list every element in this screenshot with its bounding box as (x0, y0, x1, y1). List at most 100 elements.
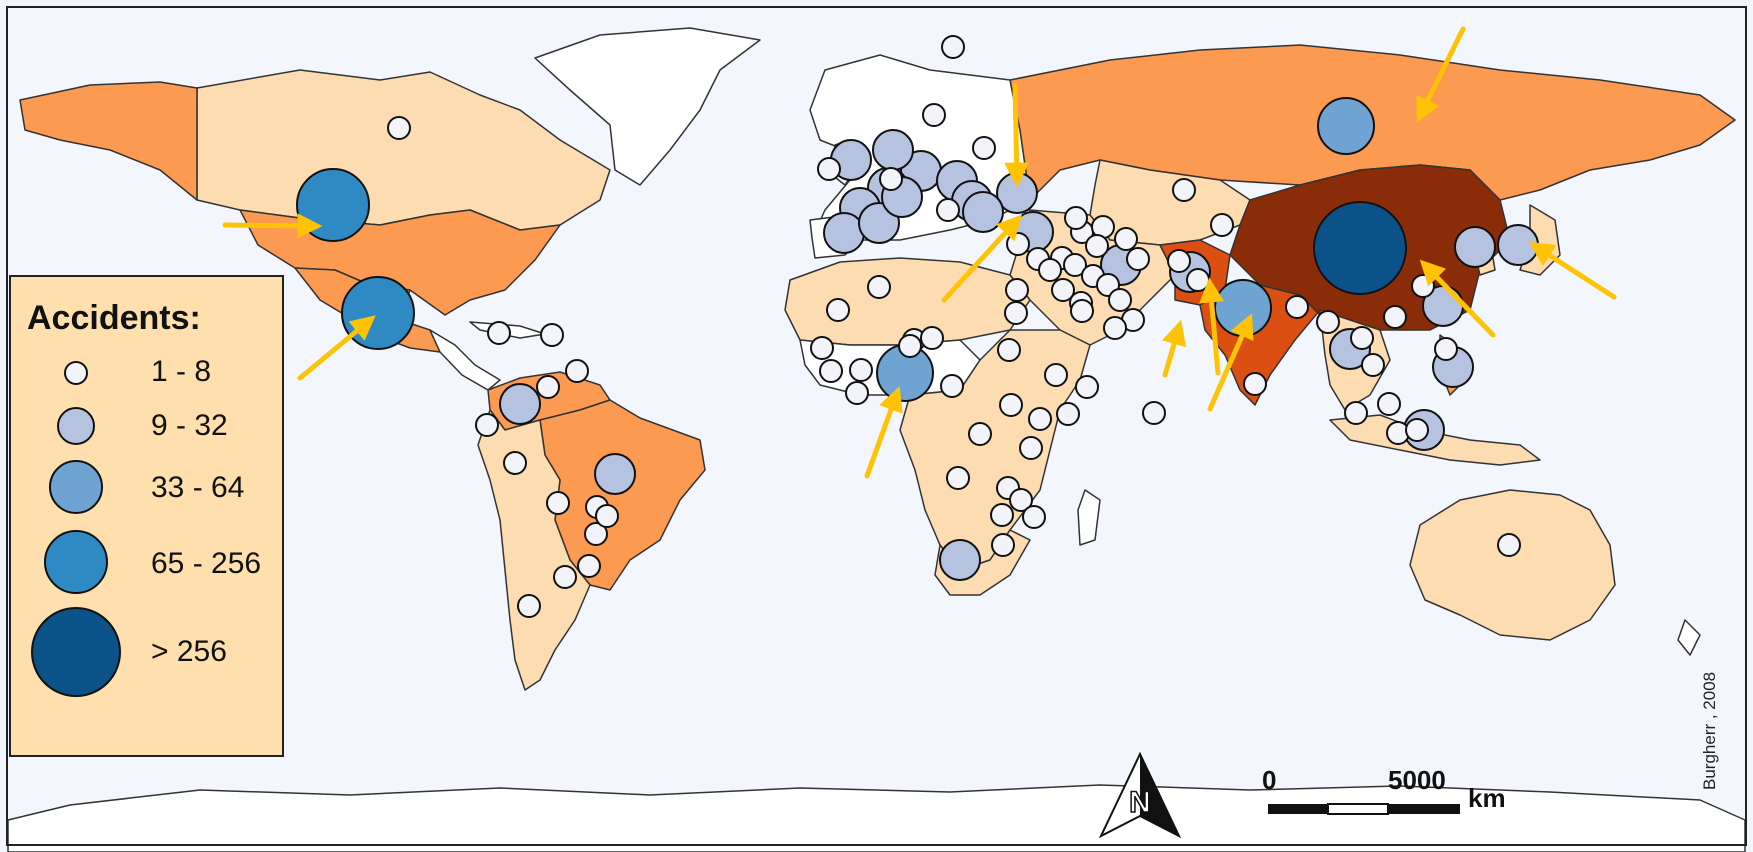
accident-marker (939, 539, 981, 581)
accident-marker (503, 451, 527, 475)
accident-marker (898, 334, 922, 358)
accident-marker (1038, 258, 1062, 282)
region-andean-south-america (477, 409, 591, 691)
accident-marker (1075, 375, 1099, 399)
legend-symbol-1 (64, 361, 88, 385)
scale-unit-label: km (1468, 783, 1506, 813)
highlight-arrow (297, 315, 376, 381)
accident-marker (540, 323, 564, 347)
accident-marker (1051, 278, 1075, 302)
north-label: N (1129, 786, 1151, 819)
accident-marker (823, 212, 865, 254)
accident-marker (1064, 206, 1088, 230)
accident-marker (595, 504, 619, 528)
accident-marker (1454, 226, 1496, 268)
accident-marker (1085, 234, 1109, 258)
accident-marker (1019, 436, 1043, 460)
accident-marker (879, 167, 903, 191)
scale-bar-graphic (1268, 803, 1460, 815)
accident-marker (1063, 253, 1087, 277)
accident-marker (872, 129, 914, 171)
accident-marker (1434, 337, 1458, 361)
accident-marker (546, 491, 570, 515)
accident-marker (1006, 232, 1030, 256)
accident-marker (1405, 418, 1429, 442)
accident-marker (1377, 392, 1401, 416)
accident-marker (536, 375, 560, 399)
accident-marker (565, 359, 589, 383)
accident-marker (499, 383, 541, 425)
region-new-zealand (1677, 619, 1701, 656)
highlight-arrows (222, 26, 1617, 479)
legend-label-2: 9 - 32 (151, 409, 228, 442)
accident-marker (594, 453, 636, 495)
region-alaska (19, 81, 198, 201)
highlight-arrow (1416, 26, 1466, 123)
accident-marker (817, 157, 841, 181)
accident-marker (584, 522, 608, 546)
legend-symbol-5 (31, 607, 121, 697)
accident-marker (819, 359, 843, 383)
accident-marker (1167, 249, 1191, 273)
accident-marker (991, 533, 1015, 557)
highlight-arrow (1207, 313, 1254, 412)
accident-marker (997, 338, 1021, 362)
highlight-arrow (222, 213, 323, 239)
region-central-east-africa (899, 329, 1091, 571)
accident-marker (1009, 488, 1033, 512)
accident-marker (1361, 353, 1385, 377)
highlight-arrow (1162, 319, 1187, 378)
accident-marker (920, 326, 944, 350)
accident-marker (1186, 268, 1210, 292)
accident-marker (487, 321, 511, 345)
accident-marker (1004, 301, 1028, 325)
accident-marker (1411, 274, 1435, 298)
region-central-america (429, 329, 501, 391)
accident-marker (968, 422, 992, 446)
accident-marker (941, 35, 965, 59)
accident-marker (1056, 402, 1080, 426)
accident-marker (1108, 288, 1132, 312)
accident-marker (1497, 224, 1539, 266)
accident-marker (962, 191, 1004, 233)
accident-marker (475, 413, 499, 437)
accident-marker (1005, 278, 1029, 302)
highlight-arrow (1004, 83, 1030, 188)
scale-bar: 0 5000 km (1262, 765, 1508, 825)
accident-marker (296, 168, 370, 242)
accident-marker (1285, 295, 1309, 319)
legend-label-5: > 256 (151, 635, 227, 668)
highlight-arrow (1528, 241, 1617, 300)
accident-marker (990, 503, 1014, 527)
accident-marker (1210, 213, 1234, 237)
map-credit: Burgherr , 2008 (1700, 671, 1719, 790)
accident-marker (999, 393, 1023, 417)
accident-marker (553, 565, 577, 589)
accidents-legend: Accidents: 1 - 8 9 - 32 33 - 64 65 - 256… (9, 275, 284, 757)
accident-marker (1317, 97, 1375, 155)
accident-marker (922, 103, 946, 127)
highlight-arrow (941, 214, 1023, 303)
legend-title: Accidents: (27, 299, 201, 337)
accident-marker (1126, 247, 1150, 271)
accident-marker (1350, 326, 1374, 350)
scale-end-label: 5000 (1388, 765, 1446, 795)
highlight-arrow (864, 385, 903, 479)
legend-label-3: 33 - 64 (151, 471, 245, 504)
accident-marker (341, 276, 415, 350)
accident-marker (940, 374, 964, 398)
accident-marker (1243, 372, 1267, 396)
legend-label-4: 65 - 256 (151, 547, 262, 580)
accident-marker (826, 298, 850, 322)
region-antarctica (7, 784, 1746, 852)
accident-marker (1142, 401, 1166, 425)
accident-marker (1316, 310, 1340, 334)
accident-marker (845, 381, 869, 405)
accident-marker (577, 554, 601, 578)
accident-marker (810, 336, 834, 360)
accident-marker (1044, 363, 1068, 387)
accident-marker (1172, 178, 1196, 202)
highlight-arrow (1199, 277, 1225, 376)
